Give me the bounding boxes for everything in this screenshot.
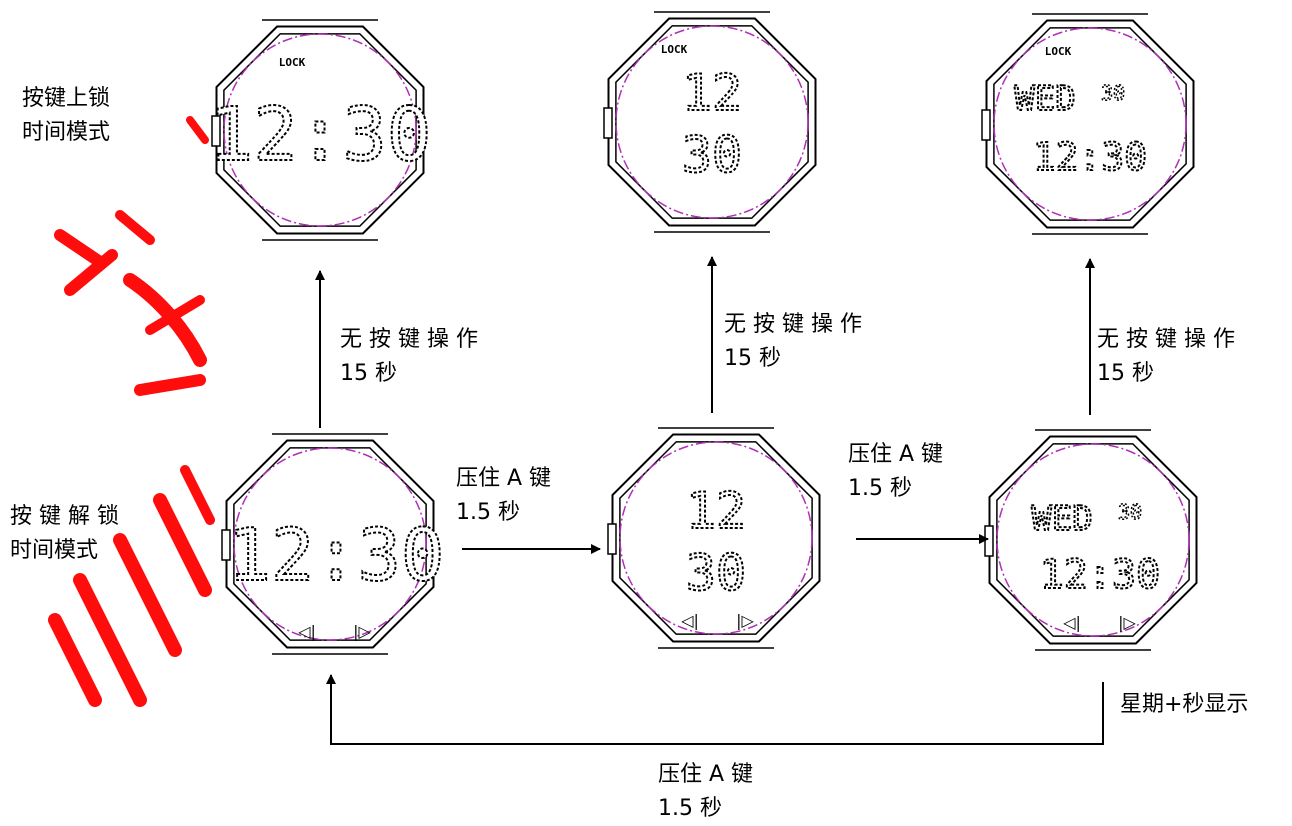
watch-case [984, 429, 1198, 651]
watch-case [603, 11, 817, 233]
hours-readout: 12 [682, 64, 742, 122]
minutes-readout: 30 [686, 544, 746, 602]
case-inner-outline [233, 447, 427, 641]
side-button [211, 115, 221, 147]
dial-ring [993, 27, 1187, 221]
case-inner-outline [993, 27, 1187, 221]
case-outer-outline [215, 25, 425, 235]
display-weekday-time: WED 30 12:30 [1030, 498, 1161, 599]
side-button [607, 523, 617, 555]
press-label-line2: 1.5 秒 [848, 476, 912, 501]
case-outer-outline [611, 433, 821, 643]
lock-indicator: LOCK [1045, 45, 1072, 58]
lock-indicator: LOCK [661, 43, 688, 56]
time-readout: 12:30 [1040, 552, 1160, 598]
press-label-line2: 1.5 秒 [658, 796, 722, 821]
triangle-left-icon: ◁| [1062, 613, 1081, 632]
weekday-readout: WED [1031, 499, 1092, 539]
idle-label-line1: 无 按 键 操 作 [1097, 327, 1235, 352]
press-label-line1: 压住 A 键 [658, 762, 754, 787]
arrow-return [326, 674, 1104, 745]
time-readout: 12:30 [1033, 135, 1147, 179]
time-readout: 12:30 [209, 92, 432, 178]
lock-mode-label: 按键上锁 时间模式 [22, 82, 110, 150]
case-inner-outline [223, 33, 417, 227]
display-time-single-line: 12:30 [227, 512, 446, 598]
display-time-stacked: 12 30 [685, 481, 747, 603]
watch-top-middle [603, 11, 817, 233]
time-readout: 12:30 [228, 513, 445, 597]
case-outer-outline [225, 439, 435, 649]
triangle-right-icon: |▷ [1118, 613, 1136, 632]
case-inner-outline [615, 25, 809, 219]
lock-mode-label-line2: 时间模式 [22, 120, 111, 145]
idle-label-right: 无 按 键 操 作 15 秒 [1097, 323, 1235, 391]
unlock-mode-label-line1: 按 键 解 锁 [10, 504, 119, 529]
dial-ring [615, 25, 809, 219]
watch-top-right [981, 13, 1195, 235]
hours-readout: 12 [686, 482, 746, 540]
display-time-single-line: 12:30 [208, 91, 433, 179]
case-inner-outline [619, 441, 813, 635]
lock-mode-label-line1: 按键上锁 [22, 86, 111, 111]
idle-label-left: 无 按 键 操 作 15 秒 [340, 323, 478, 391]
idle-label-line1: 无 按 键 操 作 [724, 312, 862, 337]
triangle-left-icon: ◁| [297, 622, 316, 641]
lock-indicator: LOCK [279, 56, 306, 69]
weekday-readout: WED [1014, 79, 1075, 119]
idle-label-line1: 无 按 键 操 作 [340, 327, 478, 352]
unlock-mode-label-line2: 时间模式 [10, 538, 99, 563]
triangle-left-icon: ◁| [680, 611, 699, 630]
display-weekday-time: WED 30 12:30 [1013, 78, 1148, 180]
press-label-2: 压住 A 键 1.5 秒 [848, 438, 943, 506]
watch-case [981, 13, 1195, 235]
side-button [221, 529, 231, 561]
seconds-readout: 30 [1101, 81, 1125, 105]
press-label-line1: 压住 A 键 [848, 442, 944, 467]
minutes-readout: 30 [682, 126, 742, 184]
idle-label-line2: 15 秒 [340, 361, 397, 386]
case-inner-outline [996, 443, 1190, 637]
press-label-line2: 1.5 秒 [456, 500, 520, 525]
case-outer-outline [988, 435, 1198, 645]
dial-ring [619, 441, 813, 635]
case-outer-outline [985, 19, 1195, 229]
press-label-line1: 压住 A 键 [456, 466, 552, 491]
watch-top-left [211, 19, 425, 241]
dial-ring [996, 443, 1190, 637]
triangle-right-icon: |▷ [736, 611, 754, 630]
display-time-stacked: 12 30 [681, 63, 743, 185]
dial-ring [223, 33, 417, 227]
watch-bottom-right [984, 429, 1198, 651]
idle-label-line2: 15 秒 [1097, 361, 1154, 386]
press-label-return: 压住 A 键 1.5 秒 [658, 758, 753, 826]
watch-bottom-left [221, 433, 435, 655]
watermark [48, 116, 215, 707]
watch-bottom-middle [607, 427, 821, 649]
dial-ring [233, 447, 427, 641]
triangle-right-icon: |▷ [353, 622, 371, 641]
idle-label-line2: 15 秒 [724, 346, 781, 371]
watch-case [221, 433, 435, 655]
weekday-seconds-label: 星期+秒显示 [1120, 692, 1249, 717]
side-button [981, 109, 991, 141]
idle-label-middle: 无 按 键 操 作 15 秒 [724, 308, 862, 376]
watch-case [211, 19, 425, 241]
case-outer-outline [607, 17, 817, 227]
side-button [603, 107, 613, 139]
side-button [984, 525, 994, 557]
unlock-mode-label: 按 键 解 锁 时间模式 [10, 500, 119, 568]
press-label-1: 压住 A 键 1.5 秒 [456, 462, 551, 530]
seconds-readout: 30 [1118, 500, 1142, 524]
watch-case [607, 427, 821, 649]
